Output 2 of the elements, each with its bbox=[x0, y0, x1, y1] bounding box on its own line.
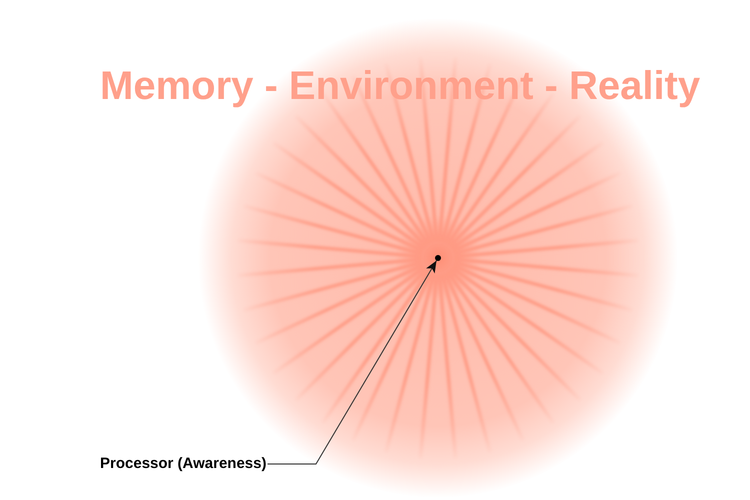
leader-arrow bbox=[267, 260, 437, 464]
callout-label: Processor (Awareness) bbox=[100, 455, 266, 473]
